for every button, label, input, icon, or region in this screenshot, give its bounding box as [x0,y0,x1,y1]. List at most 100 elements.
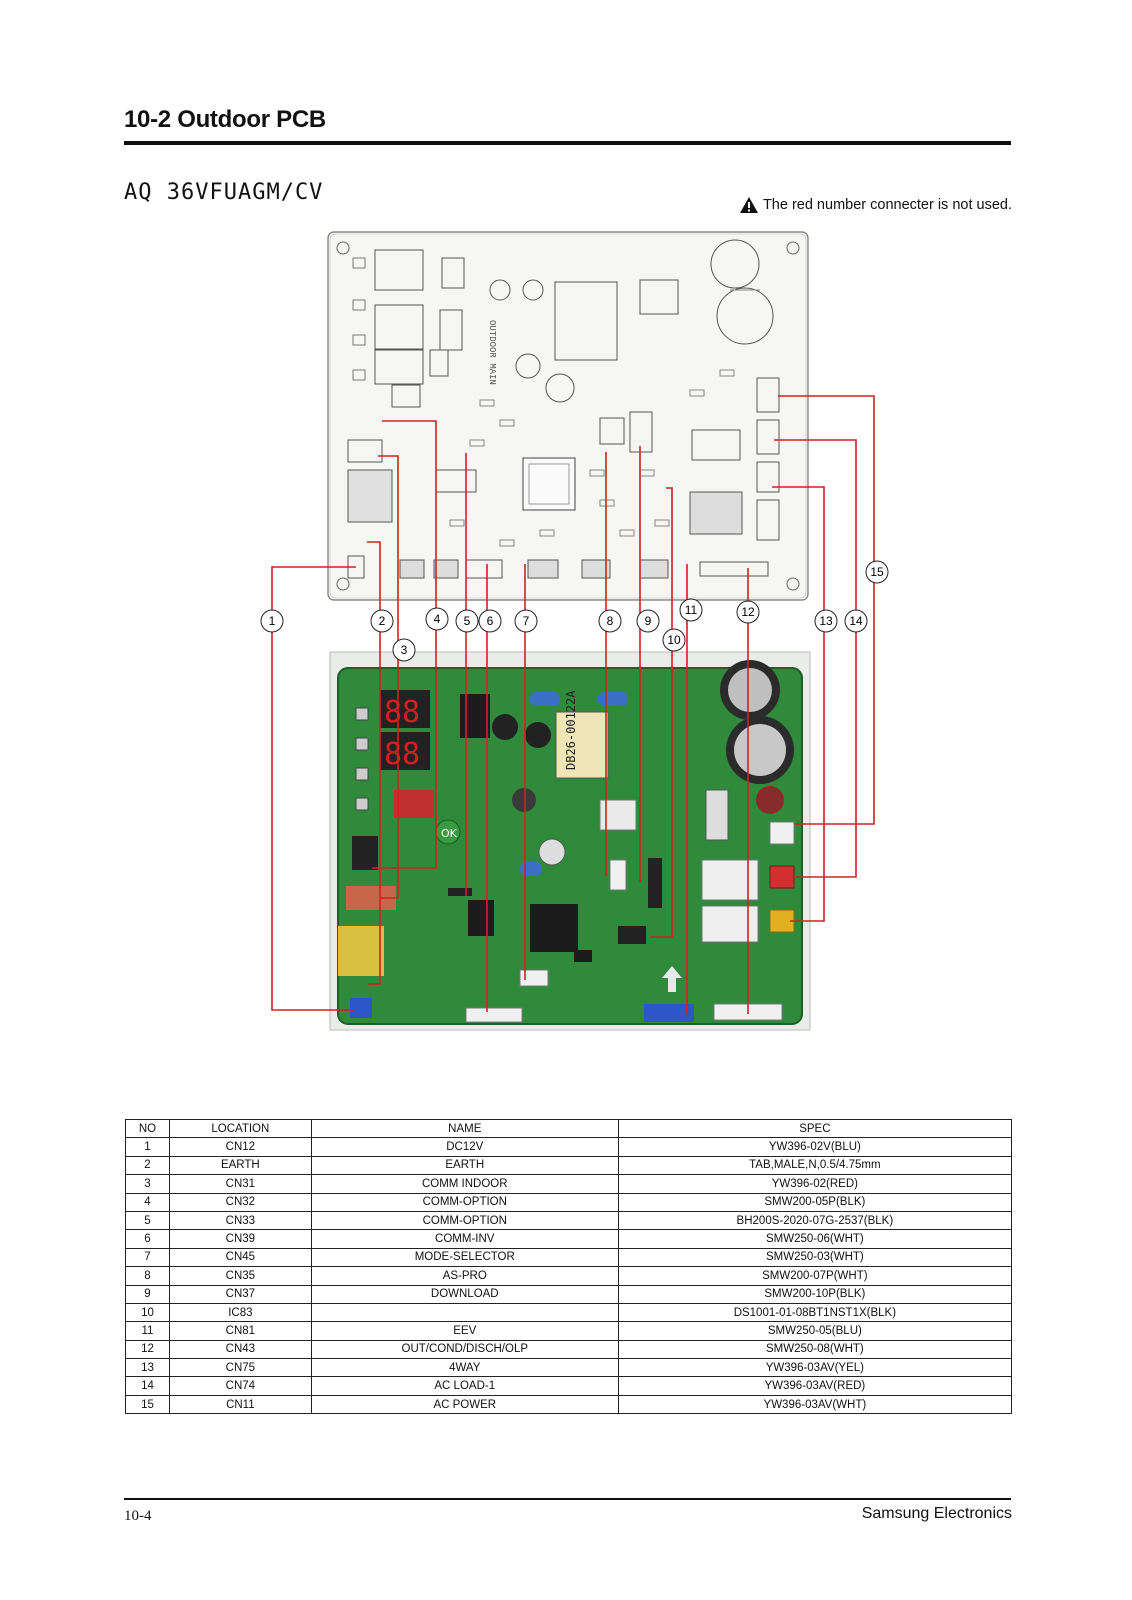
table-cell: CN45 [168,1247,312,1268]
table-cell: CN32 [168,1192,312,1212]
svg-text:8: 8 [607,614,614,628]
svg-text:3: 3 [401,643,408,657]
callouts: 1 2 3 4 5 6 7 8 9 10 11 12 13 14 15 [260,560,889,662]
table-cell: DS1001-01-08BT1NST1X(BLK) [617,1302,1013,1323]
table-cell: TAB,MALE,N,0.5/4.75mm [617,1155,1013,1176]
pcb-photo: 88 88 DB26-00122A [329,651,811,1031]
table-cell: CN74 [168,1376,312,1396]
svg-text:9: 9 [645,614,652,628]
table-cell: 4WAY [310,1358,619,1378]
svg-text:13: 13 [819,614,833,628]
table-cell: 4 [125,1192,170,1212]
table-cell: CN31 [168,1174,312,1194]
pcb-part-number: DB26-00122A [564,690,578,770]
table-cell: CN43 [168,1339,312,1360]
footer-divider [124,1498,1011,1500]
callout-12: 12 [736,600,760,624]
table-cell: SMW250-06(WHT) [617,1229,1013,1249]
table-cell: YW396-03AV(RED) [617,1376,1013,1396]
table-cell: CN33 [168,1210,312,1231]
table-cell: YW396-02(RED) [617,1174,1013,1194]
table-cell: 3 [125,1174,170,1194]
callout-11: 11 [679,598,703,622]
callout-14: 14 [844,609,868,633]
table-cell: SMW250-05(BLU) [617,1321,1013,1341]
table-cell: COMM INDOOR [310,1174,619,1194]
table-cell: OUT/COND/DISCH/OLP [310,1339,619,1360]
table-cell: EEV [310,1321,619,1341]
table-cell: YW396-03AV(YEL) [617,1358,1013,1378]
table-cell: 2 [125,1155,170,1176]
callout-3: 3 [392,638,416,662]
callout-5: 5 [455,609,479,633]
callout-9: 9 [636,609,660,633]
callout-7: 7 [514,609,538,633]
table-cell: 11 [125,1321,170,1341]
brand-name: Samsung Electronics [861,1505,1012,1522]
table-cell: AC LOAD-1 [310,1376,619,1396]
callout-10: 10 [662,628,686,652]
schematic-board-name: OUTDOOR MAIN [487,320,497,385]
callout-8: 8 [598,609,622,633]
page-number: 10-4 [124,1508,152,1524]
svg-text:88: 88 [384,737,420,772]
table-cell: CN75 [168,1358,312,1378]
table-cell: SMW250-08(WHT) [617,1339,1013,1360]
header-name: NAME [310,1118,619,1139]
table-cell: YW396-03AV(WHT) [617,1394,1013,1415]
table-cell: DC12V [310,1137,619,1157]
table-cell: 9 [125,1284,170,1304]
table-cell: 5 [125,1210,170,1231]
warning-icon [739,197,758,213]
title-divider [124,141,1011,145]
svg-text:OK: OK [441,827,458,840]
table-cell: AC POWER [310,1394,619,1415]
table-cell: COMM-INV [310,1229,619,1249]
svg-text:4: 4 [434,612,441,626]
svg-text:88: 88 [384,695,420,730]
table-cell: SMW200-07P(WHT) [617,1266,1013,1286]
leader-lines [271,395,875,1014]
table-cell: CN37 [168,1284,312,1304]
table-cell: SMW200-05P(BLK) [617,1192,1013,1212]
table-cell: 10 [125,1302,170,1323]
table-cell: 12 [125,1339,170,1360]
header-location: LOCATION [168,1118,312,1139]
table-cell: 7 [125,1247,170,1268]
table-cell: CN35 [168,1266,312,1286]
callout-6: 6 [478,609,502,633]
header-spec: SPEC [617,1118,1013,1139]
svg-text:6: 6 [487,614,494,628]
notice: The red number connecter is not used. [739,196,1012,214]
svg-text:11: 11 [685,603,698,617]
svg-text:14: 14 [849,614,863,628]
model-name: AQ 36VFUAGM/CV [124,180,324,205]
table-cell: CN39 [168,1229,312,1249]
table-cell: BH200S-2020-07G-2537(BLK) [617,1210,1013,1231]
table-cell: MODE-SELECTOR [310,1247,619,1268]
table-cell: 13 [125,1358,170,1378]
table-cell: 1 [125,1137,170,1157]
table-cell: AS-PRO [310,1266,619,1286]
callout-1: 1 [260,609,284,633]
table-cell: 8 [125,1266,170,1286]
table-cell: EARTH [310,1155,619,1176]
callout-4: 4 [425,607,449,631]
header-no: NO [125,1118,170,1139]
table-cell: IC83 [168,1302,312,1323]
table-cell: SMW250-03(WHT) [617,1247,1013,1268]
table-cell: DOWNLOAD [310,1284,619,1304]
pcb-figure: OUTDOOR MAIN 88 88 [260,231,889,1031]
